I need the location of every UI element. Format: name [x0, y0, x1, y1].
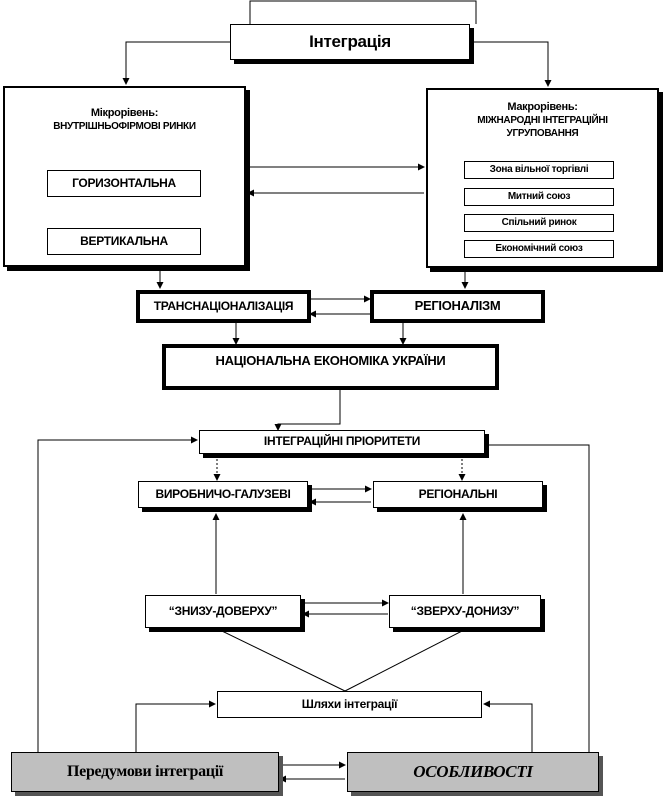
features-box: ОСОБЛИВОСТІ — [347, 752, 599, 792]
bottomup-to-paths — [221, 630, 346, 692]
economy-to-priorities — [274, 390, 341, 431]
integration-title-text: Інтеграція — [309, 32, 391, 52]
sectoral-label: Виробничо-галузеві — [155, 486, 291, 501]
features-label: ОСОБЛИВОСТІ — [413, 762, 533, 782]
stage-economic-union: Економічний союз — [464, 240, 614, 258]
sectoral-box: Виробничо-галузеві — [138, 481, 308, 508]
topdown-to-paths — [344, 630, 463, 692]
macro-title-line2: міжнародні інтеграційні — [477, 115, 608, 127]
stage-common-market-label: Спільний ринок — [501, 217, 577, 229]
transnationalization-label: Транснаціоналізація — [153, 298, 294, 313]
prerequisites-box: Передумови інтеграції — [11, 752, 279, 792]
title-to-macro — [470, 41, 552, 87]
bottom-up-box: “Знизу-доверху” — [145, 595, 301, 628]
title-to-micro — [122, 41, 230, 85]
macro-level-panel: Макрорівень: міжнародні інтеграційні угр… — [426, 88, 659, 268]
macro-title-line3: угруповання — [506, 128, 579, 140]
integration-paths-box: Шляхи інтеграції — [217, 691, 482, 718]
macro-title-line1: Макрорівень: — [507, 101, 578, 113]
stage-free-trade-label: Зона вільної торгівлі — [489, 164, 589, 176]
integration-priorities-box: Інтеграційні пріоритети — [199, 430, 485, 454]
horizontal-box: Горизонтальна — [47, 170, 201, 197]
stage-free-trade: Зона вільної торгівлі — [464, 161, 614, 179]
integration-paths-label: Шляхи інтеграції — [301, 696, 398, 711]
stage-economic-union-label: Економічний союз — [495, 243, 583, 255]
regionalism-box: Регіоналізм — [370, 290, 545, 323]
micro-level-panel: Мікрорівень: внутрішньофірмові ринки Гор… — [3, 86, 246, 267]
integration-title: Інтеграція — [230, 24, 470, 60]
prerequisites-label: Передумови інтеграції — [67, 762, 223, 780]
integration-priorities-label: Інтеграційні пріоритети — [263, 434, 421, 449]
stage-customs-union-label: Митний союз — [507, 191, 571, 203]
micro-title-line1: Мікрорівень: — [90, 107, 159, 119]
vertical-label: Вертикальна — [80, 233, 168, 248]
stage-customs-union: Митний союз — [464, 188, 614, 206]
micro-level-title: Мікрорівень: внутрішньофірмові ринки — [5, 106, 244, 133]
horizontal-label: Горизонтальна — [72, 175, 176, 190]
bottom-up-label: “Знизу-доверху” — [168, 603, 278, 618]
national-economy-box: Національна економіка України — [162, 344, 499, 390]
prerequisites-to-paths — [135, 700, 216, 752]
micro-title-line2: внутрішньофірмові ринки — [53, 121, 196, 133]
stage-common-market: Спільний ринок — [464, 214, 614, 232]
regionalism-label: Регіоналізм — [414, 298, 501, 314]
features-to-paths — [483, 700, 533, 752]
national-economy-label: Національна економіка України — [215, 353, 446, 368]
regional-box: Регіональні — [373, 481, 543, 508]
transnationalization-box: Транснаціоналізація — [136, 290, 311, 323]
top-down-box: “Зверху-донизу” — [389, 595, 541, 628]
macro-level-title: Макрорівень: міжнародні інтеграційні угр… — [428, 100, 657, 140]
top-down-label: “Зверху-донизу” — [410, 603, 520, 618]
vertical-box: Вертикальна — [47, 228, 201, 255]
title-top-loop — [249, 0, 477, 24]
regional-label: Регіональні — [418, 486, 498, 501]
